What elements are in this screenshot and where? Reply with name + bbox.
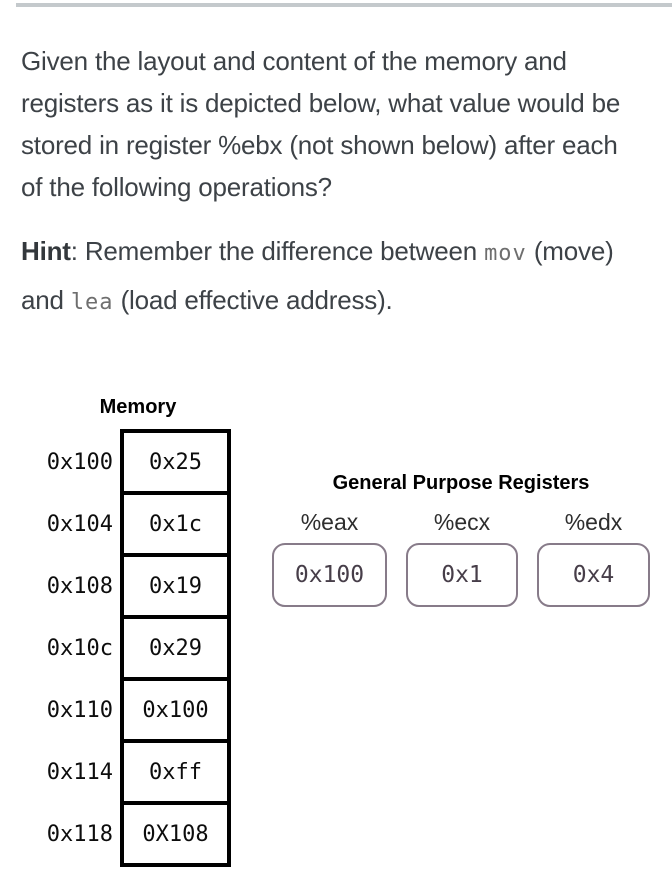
registers-row: %eax 0x100 %ecx 0x1 %edx 0x4 (272, 510, 650, 607)
lea-code: lea (70, 290, 114, 315)
memory-cell: 0x1c (124, 495, 227, 557)
hint-text-line2-start: and (21, 285, 71, 315)
register-eax: %eax 0x100 (272, 510, 387, 607)
register-edx: %edx 0x4 (537, 510, 650, 607)
register-eax-label: %eax (300, 509, 359, 535)
registers-title: General Purpose Registers (332, 472, 590, 494)
memory-title: Memory (99, 396, 177, 418)
memory-address: 0x104 (46, 511, 113, 537)
register-ecx-value: 0x1 (441, 562, 483, 588)
mov-code: mov (484, 241, 527, 266)
register-edx-value-box: 0x4 (537, 543, 650, 607)
memory-address: 0x118 (46, 821, 113, 847)
hint-line-2: and lea (load effective address). (21, 277, 669, 326)
hint-separator: : (70, 236, 85, 266)
memory-address: 0x10c (46, 635, 113, 661)
hint-text-after-mov: (move) (526, 236, 614, 266)
memory-address: 0x110 (46, 697, 113, 723)
hint-text-after-lea: (load effective address). (113, 285, 393, 315)
register-ecx-label: %ecx (433, 509, 491, 535)
register-eax-value-box: 0x100 (272, 543, 387, 607)
question-line: registers as it is depicted below, what … (21, 88, 621, 118)
hint-label: Hint (21, 236, 71, 266)
register-ecx-value-box: 0x1 (406, 543, 518, 607)
question-line: of the following operations? (21, 172, 332, 202)
register-ecx: %ecx 0x1 (406, 510, 518, 607)
hint-text-before-mov: Remember the difference between (84, 236, 485, 266)
memory-cell: 0xff (124, 743, 227, 805)
hint-paragraph: Hint: Remember the difference between mo… (21, 228, 669, 326)
memory-address: 0x100 (46, 449, 113, 475)
question-line: Given the layout and content of the memo… (21, 46, 567, 76)
top-divider (16, 3, 672, 7)
register-eax-value: 0x100 (294, 562, 365, 588)
memory-cell: 0x29 (124, 619, 227, 681)
memory-table: 0x100 0x104 0x108 0x10c 0x110 0x114 0x11… (44, 429, 232, 867)
registers-panel: General Purpose Registers %eax 0x100 %ec… (272, 472, 650, 607)
register-edx-value: 0x4 (572, 562, 615, 588)
memory-cell: 0X108 (142, 821, 209, 847)
memory-address: 0x114 (46, 759, 113, 785)
question-line: stored in register %ebx (not shown below… (21, 130, 618, 160)
memory-address: 0x108 (46, 573, 113, 599)
register-edx-label: %edx (564, 509, 623, 535)
question-paragraph: Given the layout and content of the memo… (21, 40, 669, 208)
memory-cell: 0x25 (124, 433, 227, 495)
memory-cell: 0x19 (124, 557, 227, 619)
memory-diagram: Memory 0x100 0x104 0x108 0x10c 0x110 0x1… (44, 396, 232, 867)
hint-line-1: Hint: Remember the difference between mo… (21, 228, 669, 277)
memory-address-column: 0x100 0x104 0x108 0x10c 0x110 0x114 0x11… (44, 429, 113, 867)
memory-cell-column: 0x25 0x1c 0x19 0x29 0x100 0xff 0X108 (120, 429, 231, 867)
memory-cell: 0x100 (124, 681, 227, 743)
